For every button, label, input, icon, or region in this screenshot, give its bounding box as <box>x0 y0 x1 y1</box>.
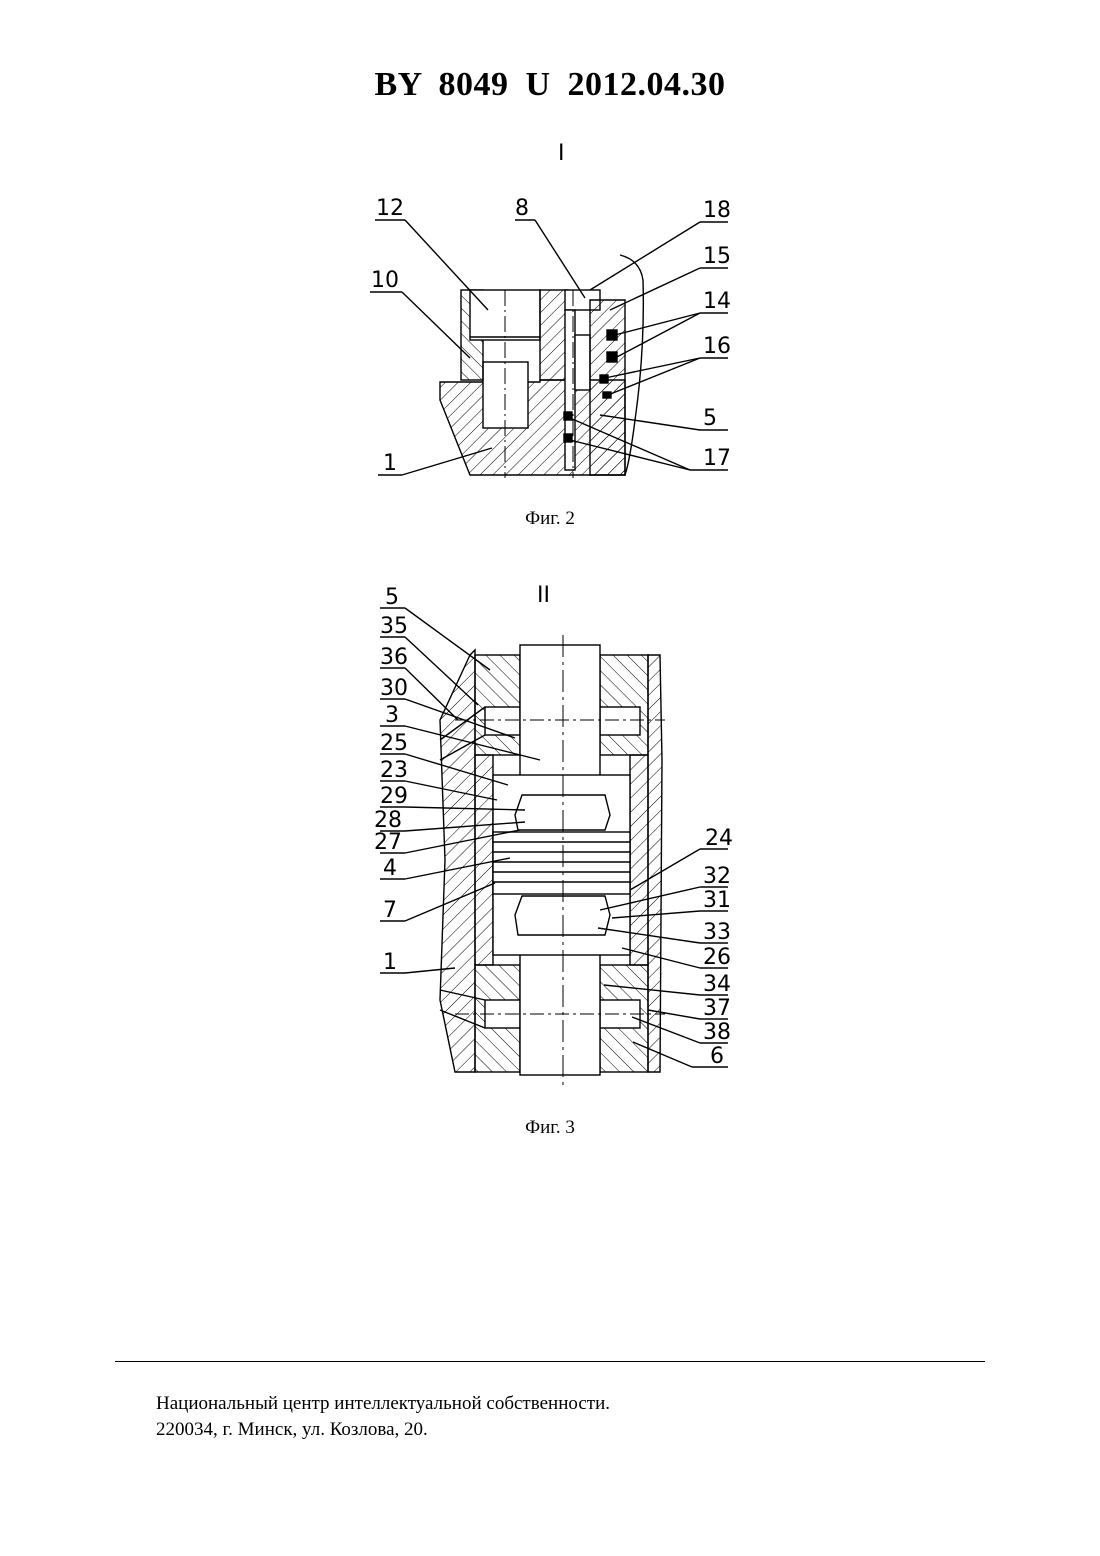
fig3-label-1: 1 <box>383 950 397 975</box>
fig3-label-23: 23 <box>380 758 408 783</box>
fig3-label-34: 34 <box>703 972 731 997</box>
fig2-label-10: 10 <box>371 268 399 293</box>
fig2-geometry <box>370 220 728 478</box>
fig2-label-1: 1 <box>383 451 397 476</box>
fig2-label-15: 15 <box>703 244 731 269</box>
fig3-label-38: 38 <box>703 1020 731 1045</box>
fig3-label-24: 24 <box>705 826 733 851</box>
fig3-label-37: 37 <box>703 996 731 1021</box>
fig3-label-7: 7 <box>383 898 397 923</box>
fig3-drawing: II <box>0 580 1100 1090</box>
fig3-label-3: 3 <box>385 703 399 728</box>
fig3-label-31: 31 <box>703 888 731 913</box>
fig2-label-8: 8 <box>515 196 529 221</box>
fig3-label-25: 25 <box>380 731 408 756</box>
fig3-label-5: 5 <box>385 585 399 610</box>
fig3-label-36: 36 <box>380 645 408 670</box>
fig3-label-27: 27 <box>374 830 402 855</box>
fig3-geometry <box>380 608 728 1088</box>
fig3-section-mark: II <box>537 583 550 608</box>
fig3-label-29: 29 <box>380 784 408 809</box>
fig3-label-35: 35 <box>380 614 408 639</box>
footer-organization: Национальный центр интеллектуальной собс… <box>156 1393 610 1415</box>
fig2-label-14: 14 <box>703 289 731 314</box>
footer-address: 220034, г. Минск, ул. Козлова, 20. <box>156 1419 428 1441</box>
fig2-label-5: 5 <box>703 406 717 431</box>
fig2-label-17: 17 <box>703 446 731 471</box>
fig2-label-16: 16 <box>703 334 731 359</box>
fig3-label-6: 6 <box>710 1044 724 1069</box>
fig2-section-mark: I <box>558 141 565 166</box>
fig2-drawing: I <box>0 130 1100 500</box>
fig3-caption: Фиг. 3 <box>0 1117 1100 1139</box>
fig3-label-26: 26 <box>703 945 731 970</box>
fig2-label-18: 18 <box>703 198 731 223</box>
fig3-label-32: 32 <box>703 864 731 889</box>
fig2-caption: Фиг. 2 <box>0 508 1100 530</box>
fig2-label-12: 12 <box>376 196 404 221</box>
document-header: BY 8049 U 2012.04.30 <box>0 66 1100 104</box>
footer-divider <box>115 1361 985 1362</box>
fig3-label-33: 33 <box>703 920 731 945</box>
fig3-label-30: 30 <box>380 676 408 701</box>
fig3-label-4: 4 <box>383 856 397 881</box>
